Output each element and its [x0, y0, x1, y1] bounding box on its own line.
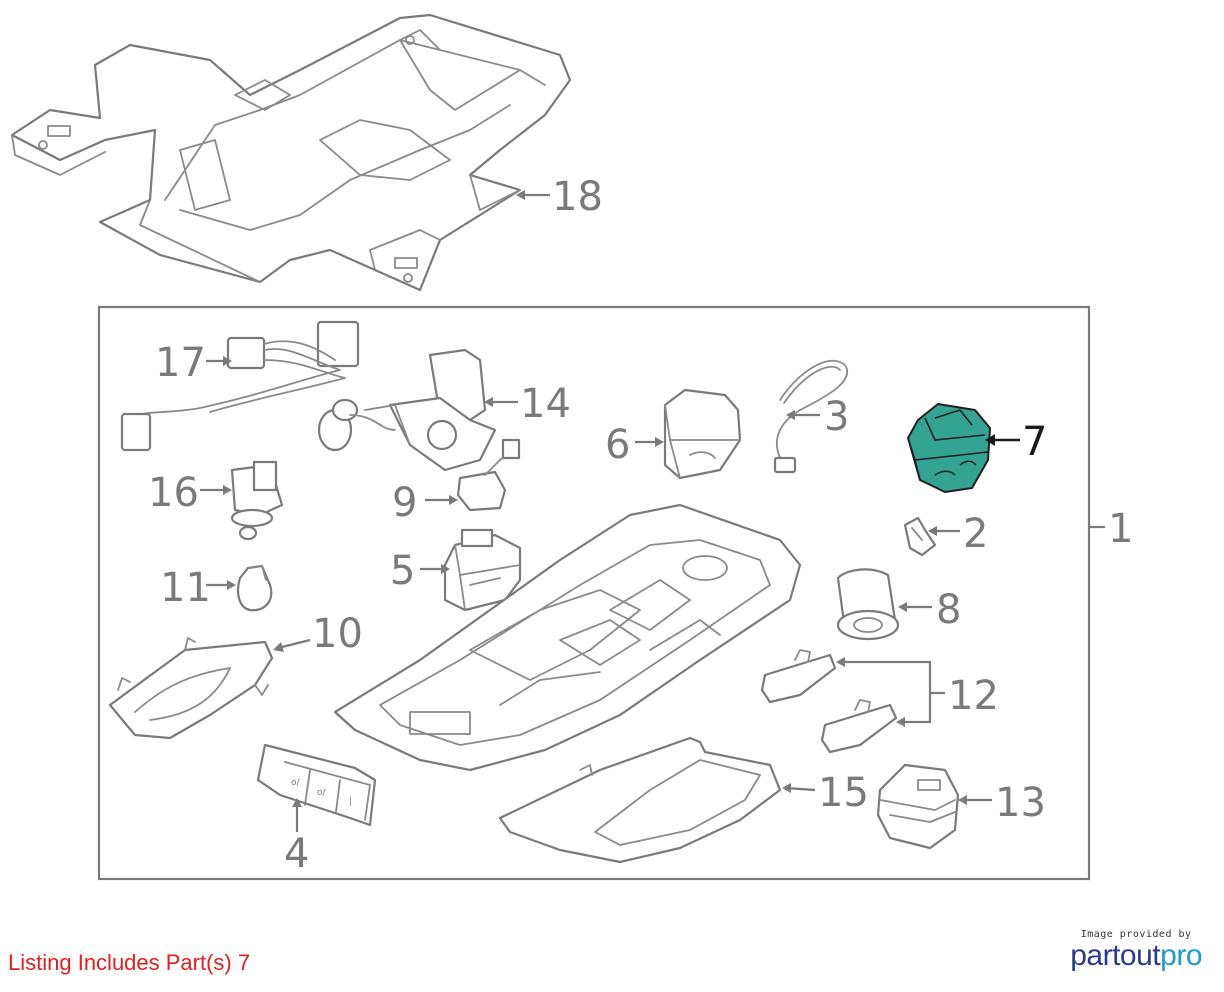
part-3-cable: [773, 359, 848, 474]
part-8-round-button: [836, 568, 900, 641]
svg-text:o/: o/: [291, 778, 301, 788]
part-12-clips: [760, 649, 898, 754]
callout-10: 10: [312, 611, 363, 657]
listing-caption: Listing Includes Part(s) 7: [8, 950, 251, 975]
logo-main-text: partout: [1070, 939, 1161, 972]
callout-12: 12: [948, 673, 999, 719]
callout-13: 13: [995, 780, 1046, 826]
main-console-housing: [333, 503, 802, 772]
part-10-lens-housing: [108, 637, 274, 740]
part-5-switch-assembly: [443, 528, 522, 612]
callout-6: 6: [605, 422, 630, 468]
part-16-bulb-socket: [230, 460, 284, 541]
part-6-switch: [663, 388, 742, 480]
part-11-bulb: [236, 564, 273, 612]
leader-lines: [200, 190, 1105, 832]
callout-3: 3: [824, 394, 849, 440]
callout-5: 5: [390, 548, 415, 594]
partoutpro-credit: Image provided by partoutpro: [1070, 929, 1202, 972]
part-18-console-frame: [10, 13, 572, 292]
logo-accent-text: pro: [1160, 939, 1202, 972]
callout-9: 9: [392, 480, 417, 526]
assembly-box: [97, 305, 1091, 881]
part-13-switch-block: [876, 763, 960, 850]
callout-8: 8: [936, 587, 961, 633]
part-9-connector: [456, 438, 521, 512]
callout-7: 7: [1022, 419, 1047, 465]
callout-14: 14: [520, 381, 571, 427]
credit-small-text: Image provided by: [1080, 929, 1192, 940]
callout-16: 16: [148, 470, 199, 516]
partoutpro-logo: partoutpro: [1070, 940, 1202, 972]
callout-18: 18: [552, 174, 603, 220]
callout-labels: 18 17 14 3 6 7 16 9 2 1 5 11 8 10 12 15 …: [148, 174, 1133, 877]
part-4-switch-module: o/ o/ |: [256, 743, 377, 827]
callout-17: 17: [155, 340, 206, 386]
callout-4: 4: [284, 831, 309, 877]
part-14-lamp-bracket: [317, 348, 497, 472]
callout-1: 1: [1108, 506, 1133, 552]
part-15-trim-bezel: [498, 736, 782, 864]
svg-text:o/: o/: [317, 788, 327, 798]
callout-2: 2: [963, 511, 988, 557]
part-17-wiring-harness: [120, 320, 360, 452]
part-2-clip: [903, 516, 937, 557]
part-7-switch-highlighted: [907, 403, 991, 493]
svg-text:|: |: [349, 797, 352, 807]
callout-11: 11: [160, 565, 211, 611]
callout-15: 15: [818, 770, 869, 816]
